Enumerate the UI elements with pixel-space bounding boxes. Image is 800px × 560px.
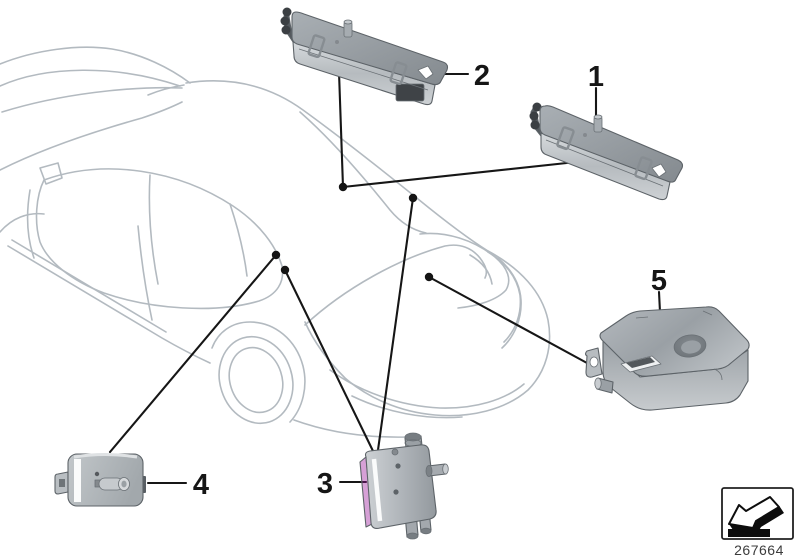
car-bumper-lower xyxy=(351,395,463,419)
car-outline xyxy=(0,46,551,438)
leader-trunk-to-part5 xyxy=(427,275,589,365)
car-wheel-outer xyxy=(218,335,294,425)
part1-side-face xyxy=(540,132,671,201)
part3-highlight xyxy=(371,458,383,522)
leader-part2-to-roof xyxy=(337,70,345,189)
callout-label-5[interactable]: 5 xyxy=(651,265,667,297)
part5-top-face xyxy=(599,306,750,377)
leader-dot-roof xyxy=(338,182,348,192)
car-windshield-line xyxy=(1,86,183,113)
callout-label-2[interactable]: 2 xyxy=(474,60,490,92)
diagram-reference: 267664 xyxy=(721,487,794,558)
car-taillight xyxy=(469,254,493,285)
car-windshield-line2 xyxy=(0,101,183,171)
car-b-pillar xyxy=(148,174,159,285)
part-3-amplifier[interactable] xyxy=(359,432,449,540)
part1-clip-right xyxy=(634,156,653,181)
part2-clip-left xyxy=(307,34,326,59)
car-rocker-rear xyxy=(293,419,409,438)
part2-notch xyxy=(417,65,434,80)
leader-dot-trunk xyxy=(424,272,434,282)
tick-label5 xyxy=(657,290,662,314)
car-fender-line xyxy=(0,212,45,233)
car-hood-line2 xyxy=(0,69,181,87)
corner-arrow-icon xyxy=(728,496,784,537)
car-parcel-shelf xyxy=(304,244,488,326)
leader-pillar-to-part4 xyxy=(108,253,278,454)
leader-dot-rearwindow xyxy=(408,193,418,203)
car-cowl-line xyxy=(147,84,185,96)
leader-roof-to-part1 xyxy=(341,160,578,189)
part2-clip-right xyxy=(389,61,408,86)
diagram-number: 267664 xyxy=(734,542,784,558)
car-wheel-inner xyxy=(228,346,284,414)
callout-label-4[interactable]: 4 xyxy=(193,469,209,501)
callout-label-3[interactable]: 3 xyxy=(317,468,333,500)
part1-top-face xyxy=(539,105,684,183)
part2-top-face xyxy=(291,11,449,86)
car-door-cut-rear xyxy=(137,225,153,321)
part-1-amplifier[interactable] xyxy=(529,102,684,201)
car-tail-edge2 xyxy=(497,257,522,349)
car-mirror xyxy=(39,162,63,185)
car-rear-window-edge xyxy=(299,111,427,234)
callout-label-1[interactable]: 1 xyxy=(588,61,604,93)
part3-body xyxy=(364,444,437,529)
part-4-amplifier[interactable] xyxy=(54,453,146,507)
car-trunk-lid xyxy=(419,232,510,309)
leader-roof-to-part3a xyxy=(376,196,415,452)
leader-lines xyxy=(108,70,662,485)
car-rear-quarter xyxy=(304,250,551,417)
car-c-pillar-window xyxy=(229,203,248,277)
car-bumper-line xyxy=(329,369,525,409)
part2-socket xyxy=(395,83,425,102)
part1-clip-left xyxy=(556,126,575,151)
car-roofline xyxy=(185,80,489,252)
car-sill-line2 xyxy=(11,239,167,333)
leader-dot-cpillar-lower xyxy=(280,265,290,275)
part4-highlight xyxy=(74,459,81,502)
car-door-cut-front xyxy=(26,189,35,259)
part-5-amplifier[interactable] xyxy=(584,306,750,411)
car-hood-line xyxy=(0,46,191,84)
leader-dot-cpillar-upper xyxy=(271,250,281,260)
car-glasshouse xyxy=(35,168,284,310)
car-sill-line1 xyxy=(7,245,211,364)
part-2-amplifier[interactable] xyxy=(280,7,449,106)
car-wheel-arch xyxy=(211,321,306,423)
part1-notch xyxy=(651,163,667,178)
leader-pillar-to-part3b xyxy=(283,268,375,453)
